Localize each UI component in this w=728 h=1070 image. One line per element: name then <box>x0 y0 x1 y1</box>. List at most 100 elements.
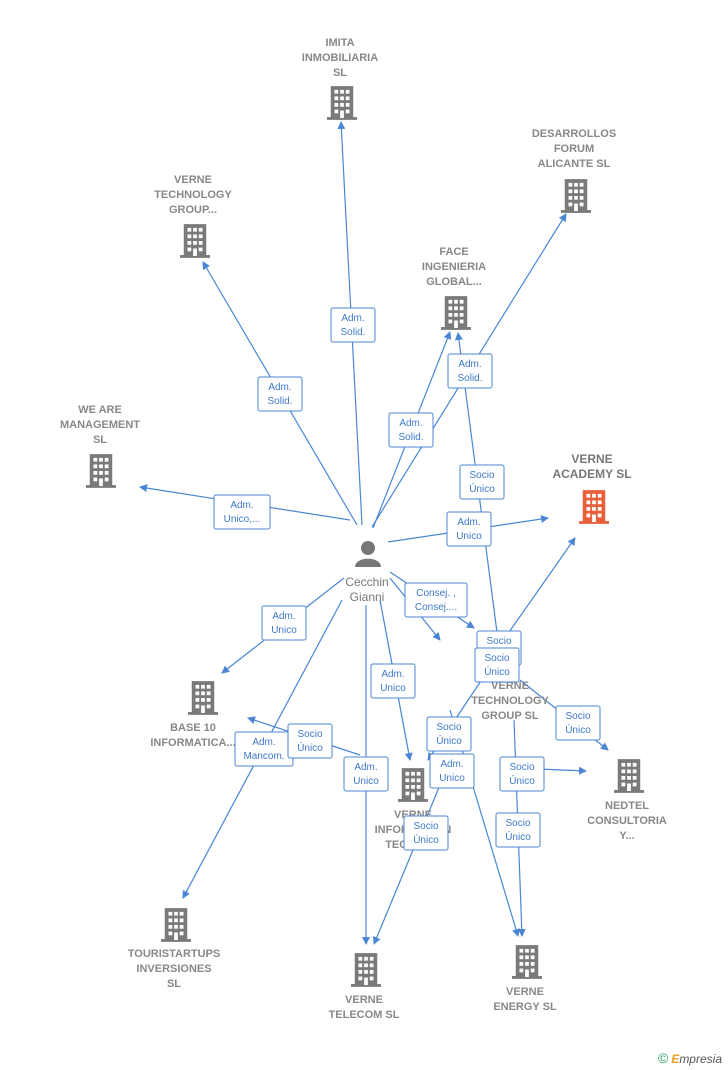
company-label-line: VERNE <box>174 174 212 186</box>
company-label-line: DESARROLLOS <box>532 128 616 140</box>
edge-label-box[interactable]: Adm.Solid. <box>257 376 303 412</box>
company-label-line: ACADEMY SL <box>552 467 631 481</box>
edge-label-text: Adm. <box>252 737 275 748</box>
edge-label-text: Adm. <box>381 669 404 680</box>
copyright-icon: © <box>657 1050 669 1066</box>
company-label-line: GROUP SL <box>481 710 539 722</box>
company-label-line: MANAGEMENT <box>60 419 140 431</box>
edge-label-text: Unico <box>353 776 379 787</box>
company-label-line: VERNE <box>506 986 544 998</box>
edge-label-text: Unico <box>271 625 297 636</box>
company-node-nedtel[interactable]: NEDTELCONSULTORIAY... <box>587 759 667 842</box>
edge-label-text: Adm. <box>341 313 364 324</box>
company-label-line: ALICANTE SL <box>538 158 611 170</box>
edge-label-box[interactable]: Adm. Unico <box>429 753 475 789</box>
edge-line <box>499 537 576 646</box>
building-icon <box>180 224 210 258</box>
edge-label-text: Único <box>469 482 495 495</box>
building-icon <box>441 296 471 330</box>
edge-label-text: Adm. <box>457 517 480 528</box>
company-label-line: TECHNOLOGY <box>471 695 549 707</box>
edge-label-box[interactable]: Adm. Unico <box>446 511 492 547</box>
edge-label-box[interactable]: Adm. Solid. <box>388 412 434 448</box>
edge-label-text: Único <box>484 665 510 678</box>
company-label-line: INVERSIONES <box>136 963 211 975</box>
edge-label-text: Adm. <box>272 611 295 622</box>
company-label-line: SL <box>93 434 107 446</box>
company-label-line: TELECOM SL <box>329 1009 400 1021</box>
edge-label-box[interactable]: Consej. ,Consej.... <box>404 582 468 618</box>
edge-label-box[interactable]: Adm.Unico <box>370 663 416 699</box>
edge-label-text: Socio <box>484 653 509 664</box>
company-label-line: NEDTEL <box>605 800 649 812</box>
edge-label-box[interactable]: Adm. Unico <box>343 756 389 792</box>
edge-label-text: Único <box>565 723 591 736</box>
edge-label-text: Socio <box>469 470 494 481</box>
edge-label-text: Único <box>297 741 323 754</box>
edge-label-text: Único <box>413 833 439 846</box>
edge-label-text: Adm. <box>399 418 422 429</box>
footer-brand: ©Empresia <box>658 1050 722 1066</box>
edge-label-box[interactable]: Adm.Mancom. <box>234 731 294 767</box>
edge-label-text: Solid. <box>398 432 423 443</box>
edge-label-text: Socio <box>413 821 438 832</box>
company-label-line: TECHNOLOGY <box>154 189 232 201</box>
brand-name: mpresia <box>679 1052 722 1066</box>
company-label-line: VERNE <box>571 452 612 466</box>
edge-label-text: Unico <box>439 773 465 784</box>
building-icon <box>614 759 644 793</box>
edge-label-text: Socio <box>505 818 530 829</box>
edge-label-text: Socio <box>297 729 322 740</box>
edge-label-text: Único <box>509 774 535 787</box>
edge-label-box[interactable]: Adm. Unico <box>261 605 307 641</box>
building-icon <box>351 953 381 987</box>
person-node[interactable]: Cecchin Gianni <box>345 541 389 604</box>
company-node-face[interactable]: FACEINGENIERIAGLOBAL... <box>422 246 486 330</box>
edge-label-box[interactable]: Adm.Solid. <box>330 307 376 343</box>
edge-label-text: Adm. <box>230 500 253 511</box>
brand-initial: E <box>671 1052 680 1066</box>
edge-label-box[interactable]: Adm. Solid. <box>447 353 493 389</box>
edge-label-text: Consej.... <box>415 602 457 613</box>
edge-label-text: Socio <box>486 636 511 647</box>
company-label-line: SL <box>167 978 181 990</box>
building-icon <box>327 86 357 120</box>
company-label-line: BASE 10 <box>170 722 216 734</box>
edge-labels-layer: Adm.Solid.Adm.Solid.Adm.Solid.Adm.Solid.… <box>213 307 601 851</box>
nodes-layer: IMITA INMOBILIARIA SL DESARROLLOSFORUMALICA… <box>60 37 667 1021</box>
company-label-line: FACE <box>439 246 468 258</box>
company-label-line: INGENIERIA <box>422 261 486 273</box>
person-name-line1: Cecchin <box>345 575 388 589</box>
person-name-line2: Gianni <box>350 590 385 604</box>
edge-label-text: Adm. <box>354 762 377 773</box>
building-icon <box>161 908 191 942</box>
building-icon <box>398 768 428 802</box>
edge-label-box[interactable]: Adm.Unico,... <box>213 494 271 530</box>
person-icon <box>355 541 381 567</box>
edge-label-text: Solid. <box>457 373 482 384</box>
edge-label-text: Adm. <box>458 359 481 370</box>
edge-label-text: Unico <box>456 531 482 542</box>
edge-label-text: Adm. <box>440 759 463 770</box>
company-node-base10[interactable]: BASE 10INFORMATICA... <box>150 681 236 749</box>
company-label-line: INMOBILIARIA <box>302 52 378 64</box>
company-node-verne-tech-group-top[interactable]: VERNETECHNOLOGYGROUP... <box>154 174 232 258</box>
company-label-line: IMITA <box>325 37 354 49</box>
